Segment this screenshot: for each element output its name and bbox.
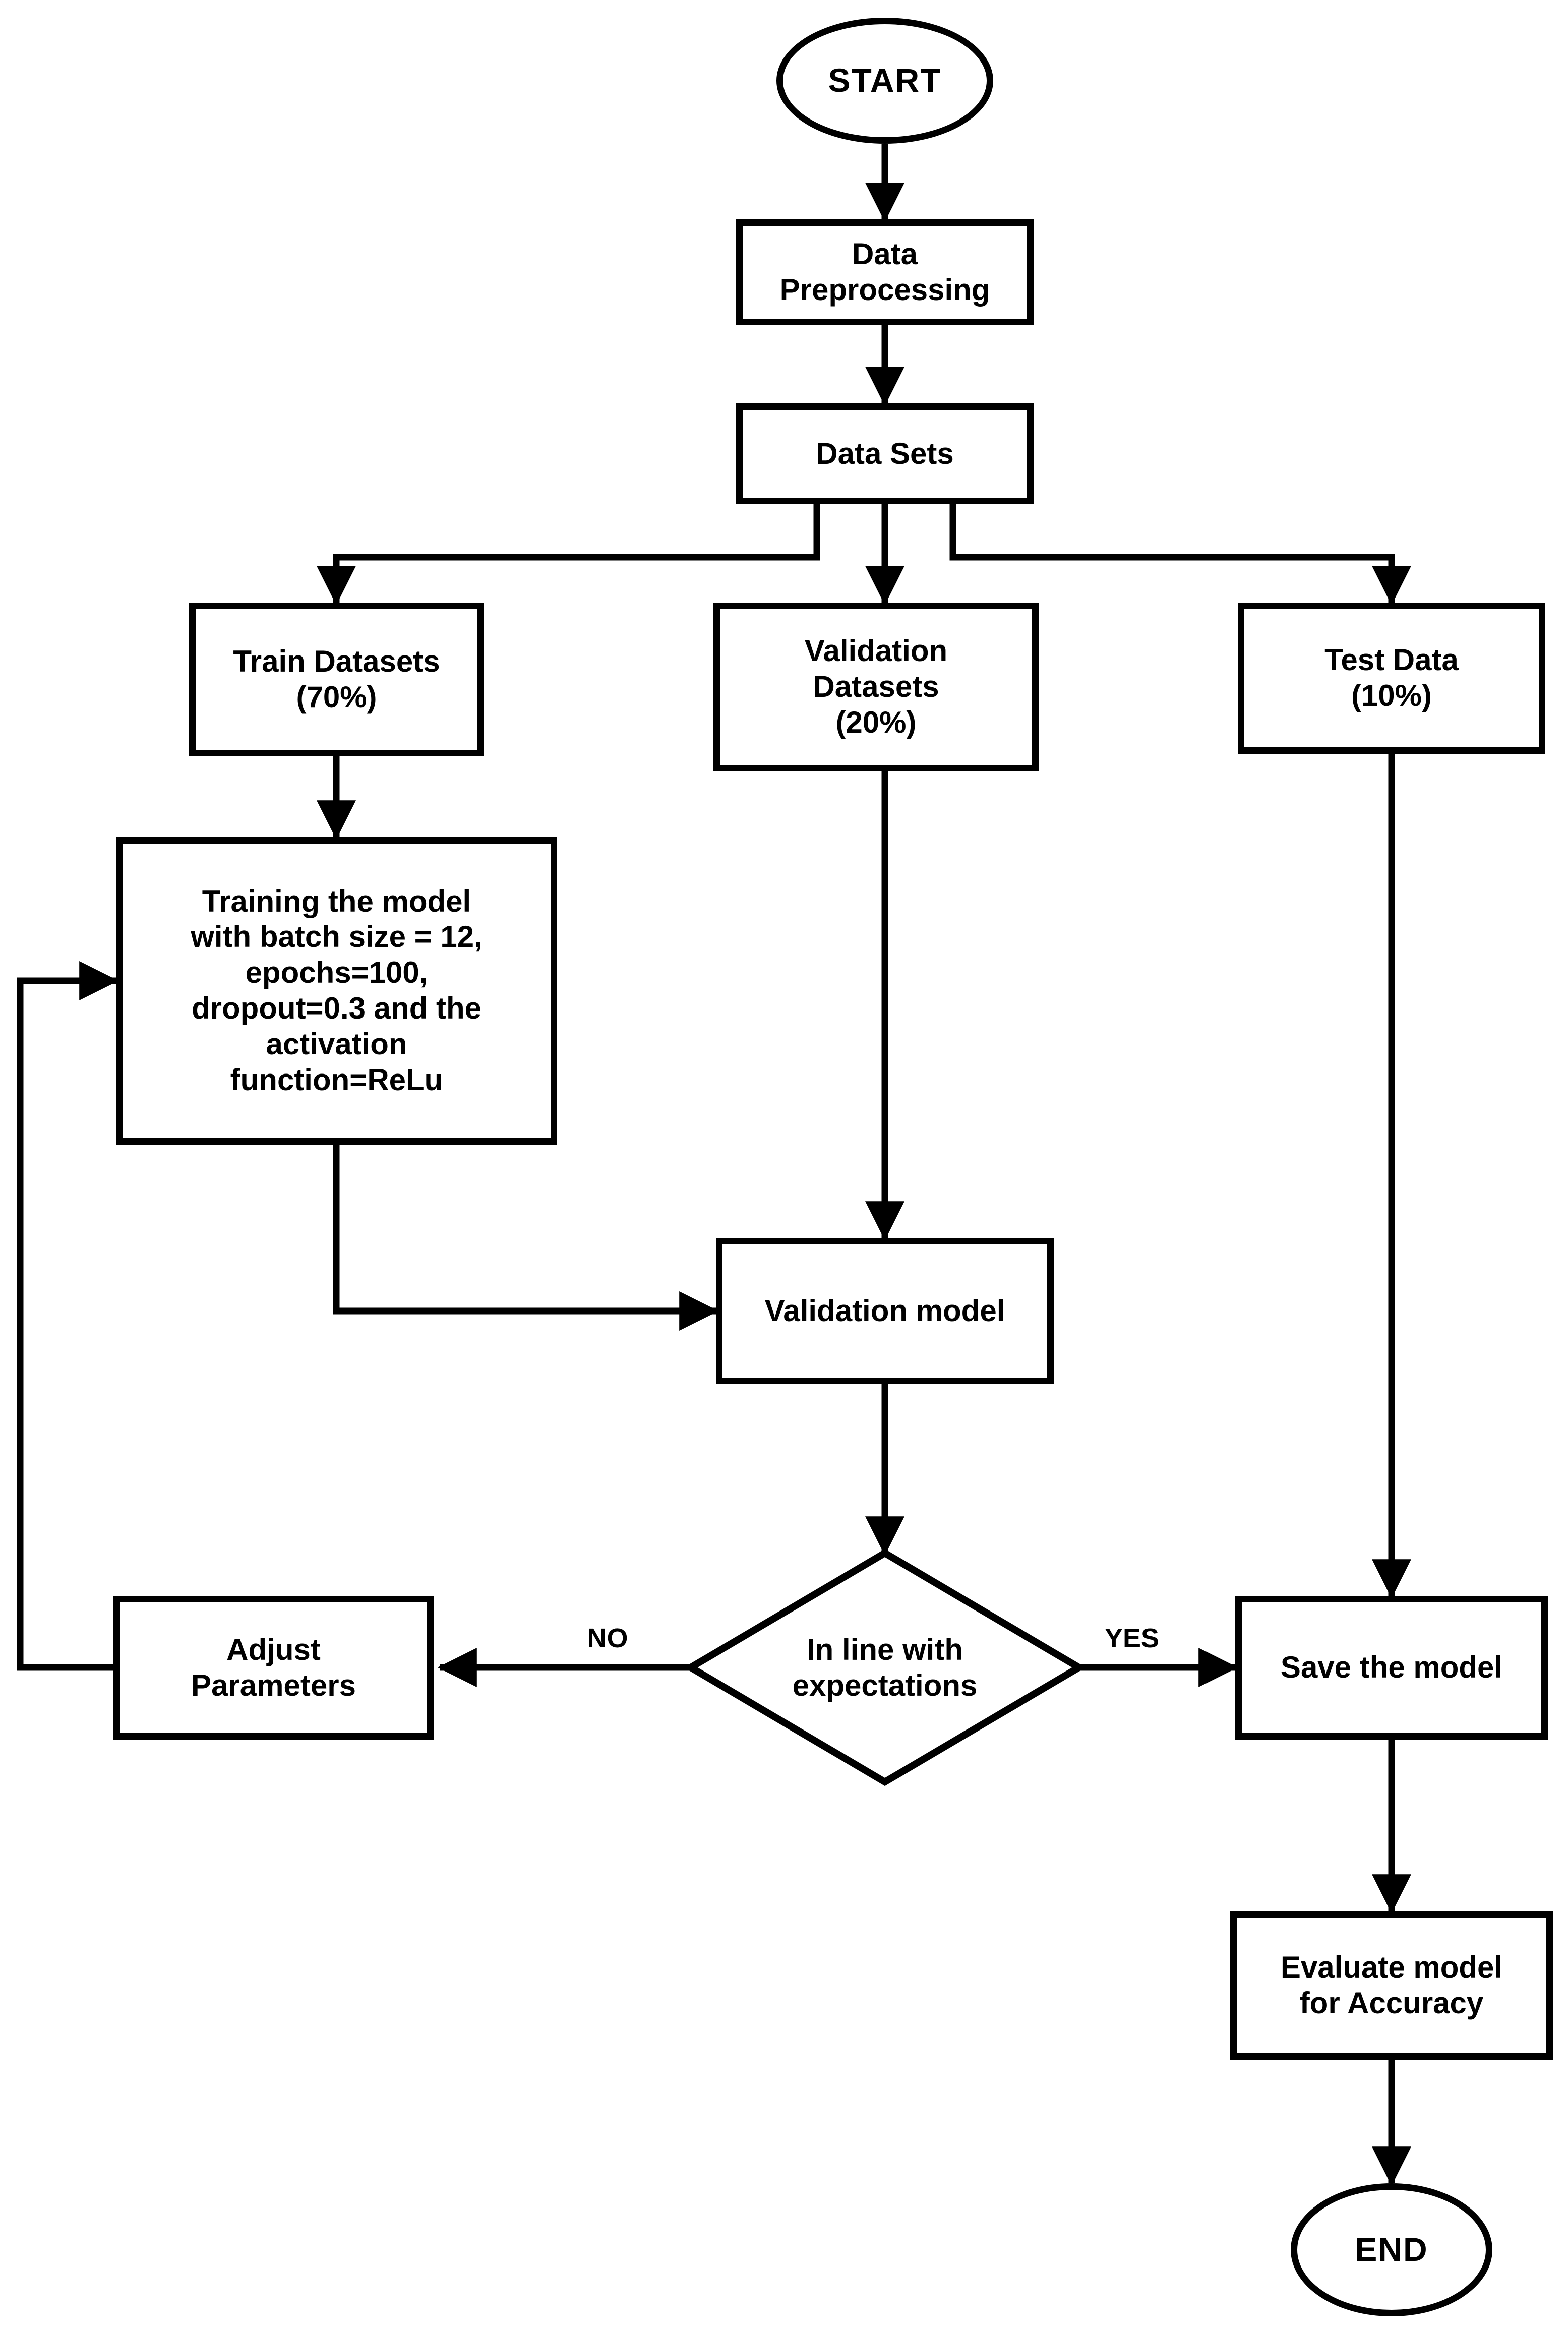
node-validation-datasets: Validation Datasets (20%) — [713, 603, 1039, 771]
edge-label-yes: YES — [1104, 1623, 1160, 1653]
arrow-datasets-to-train — [317, 504, 820, 606]
node-start: START — [776, 18, 993, 144]
node-adjust-parameters: Adjust Parameters — [113, 1596, 434, 1740]
node-decision-label: In line with expectations — [792, 1632, 978, 1702]
node-data-sets: Data Sets — [736, 403, 1034, 504]
arrow-adjust-loop-to-training-model — [17, 961, 119, 1671]
node-data-preprocessing: Data Preprocessing — [736, 219, 1034, 325]
node-evaluate-model: Evaluate model for Accuracy — [1230, 1911, 1553, 2060]
arrow-datasets-to-testdata — [949, 504, 1411, 606]
node-validation-model: Validation model — [716, 1238, 1054, 1384]
decision-diamond — [684, 1548, 1086, 1786]
node-train-datasets: Train Datasets (70%) — [189, 603, 484, 756]
edge-label-no: NO — [587, 1623, 628, 1653]
node-save-model: Save the model — [1235, 1596, 1548, 1740]
node-end: END — [1291, 2183, 1492, 2316]
node-training-model: Training the model with batch size = 12,… — [116, 837, 557, 1145]
node-test-data: Test Data (10%) — [1238, 603, 1545, 754]
arrow-training-model-to-validation-model — [333, 1145, 719, 1331]
